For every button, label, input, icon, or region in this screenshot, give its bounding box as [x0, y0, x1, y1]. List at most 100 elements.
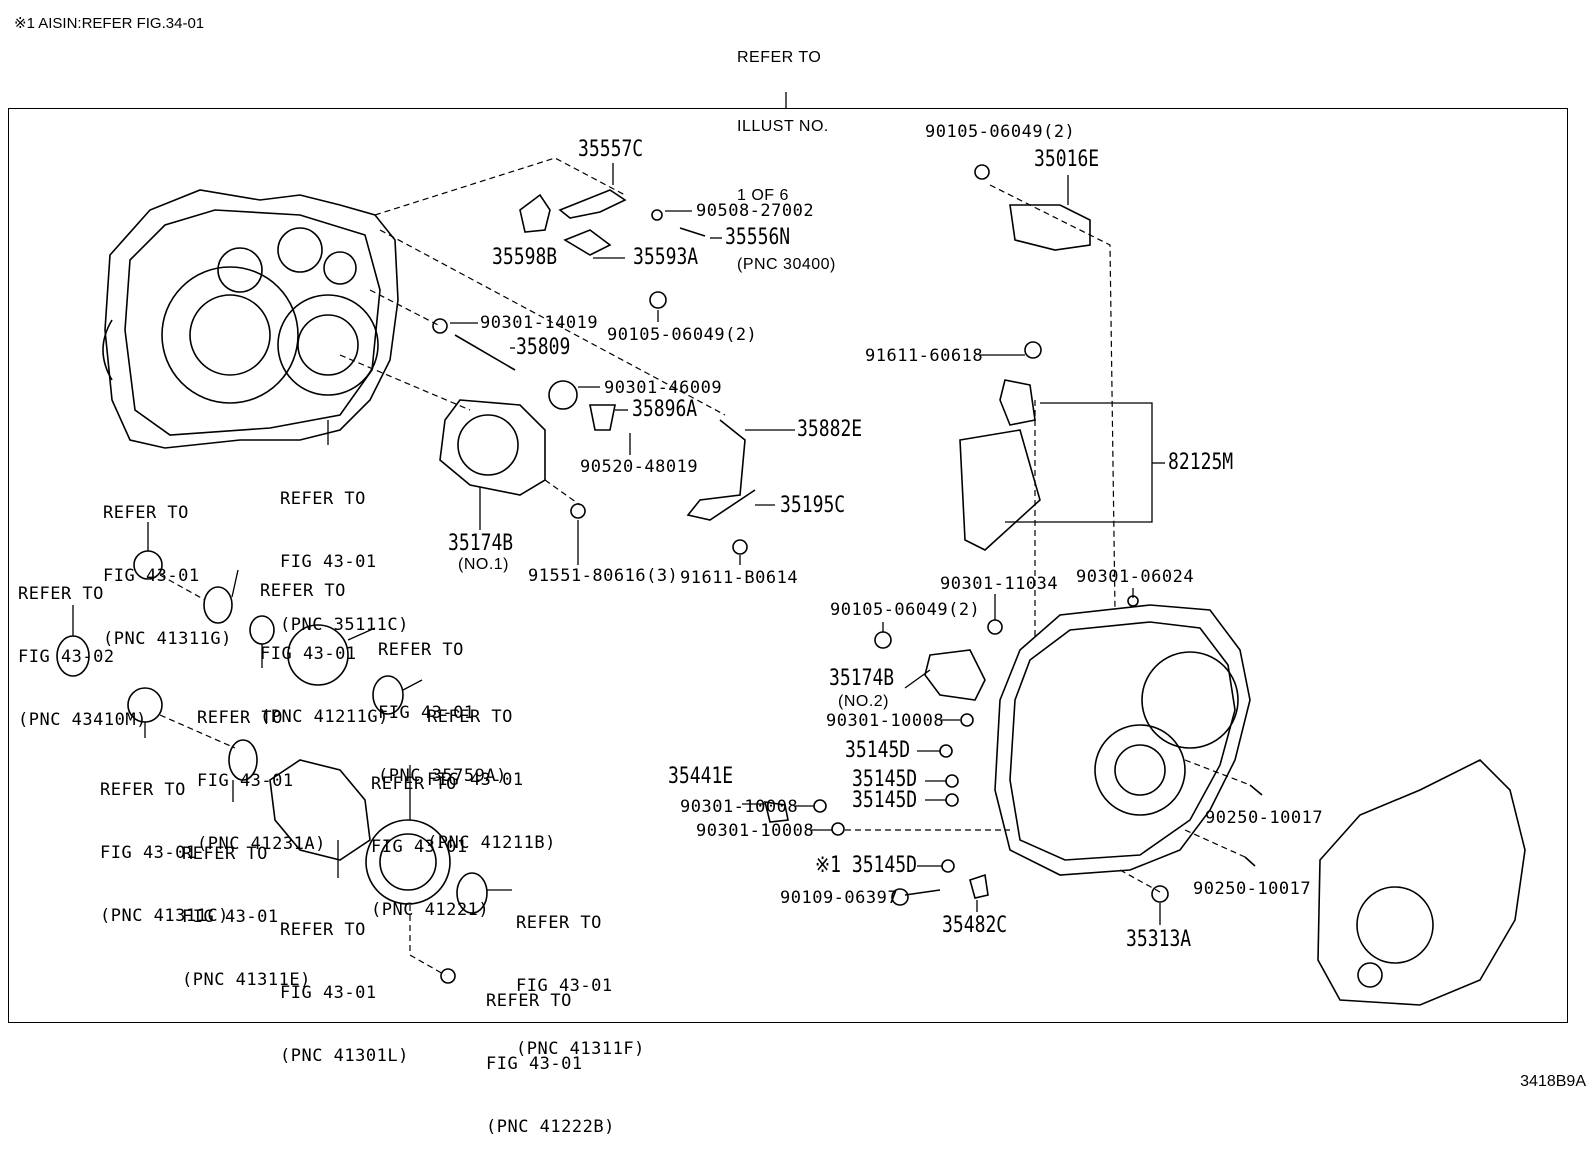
refer-line: (PNC 41311E)	[182, 970, 311, 990]
refer-line: FIG 43-02	[18, 647, 115, 667]
transmission-case-drawing[interactable]	[994, 604, 1251, 876]
label-35809[interactable]: 35809	[516, 335, 571, 360]
refer-line: REFER TO	[197, 708, 283, 728]
refer-line: REFER TO	[100, 780, 186, 800]
label-90105-06049-b[interactable]: 90105-06049(2)	[925, 122, 1076, 142]
refer-41301L[interactable]: REFER TO FIG 43-01 (PNC 41301L)	[280, 878, 409, 1088]
refer-41231A[interactable]: REFER TO FIG 43-01 (PNC 41231A)	[197, 666, 326, 876]
top-refer-line1: REFER TO	[737, 49, 822, 66]
refer-line: (PNC 41221)	[371, 900, 490, 920]
refer-line: REFER TO	[182, 844, 268, 864]
oil-receiver-no1-drawing[interactable]	[439, 399, 546, 496]
header-note: ※1 AISIN:REFER FIG.34-01	[14, 15, 205, 32]
label-35145D-a[interactable]: 35145D	[845, 738, 911, 763]
label-35016E[interactable]: 35016E	[1034, 147, 1100, 172]
label-90301-10008-b[interactable]: 90301-10008	[680, 797, 799, 817]
top-refer-line3: 1 OF 6	[737, 187, 789, 204]
refer-line: (PNC 35759A)	[378, 766, 507, 786]
refer-line: REFER TO	[280, 489, 366, 509]
refer-41211G[interactable]: REFER TO FIG 43-01 (PNC 41211G)	[260, 539, 389, 749]
label-90109-06397[interactable]: 90109-06397	[780, 888, 899, 908]
label-35145D-d[interactable]: ※1 35145D	[815, 853, 918, 878]
refer-line: (PNC 41222B)	[486, 1117, 615, 1137]
refer-41311G[interactable]: REFER TO FIG 43-01 (PNC 41311G)	[103, 461, 232, 671]
label-35441E[interactable]: 35441E	[668, 764, 734, 789]
label-90508-27002[interactable]: 90508-27002	[696, 201, 815, 221]
label-35145D-b[interactable]: 35145D	[852, 767, 918, 792]
parts-drawing	[56, 92, 1526, 1006]
label-35174B-no2[interactable]: 35174B	[829, 666, 895, 691]
refer-line: (PNC 41311F)	[516, 1039, 645, 1059]
label-90250-10017-b[interactable]: 90250-10017	[1193, 879, 1312, 899]
label-35195C[interactable]: 35195C	[780, 493, 846, 518]
refer-41311C[interactable]: REFER TO FIG 43-01 (PNC 41311C)	[100, 738, 229, 948]
oil-receiver-no2-drawing[interactable]	[924, 649, 986, 701]
refer-line: REFER TO	[18, 584, 104, 604]
refer-line: (PNC 41211G)	[260, 707, 389, 727]
label-35174B-no1[interactable]: 35174B	[448, 531, 514, 556]
label-90301-10008-a[interactable]: 90301-10008	[826, 711, 945, 731]
hardware-parts-drawing[interactable]	[432, 164, 1263, 906]
label-91611-60618[interactable]: 91611-60618	[865, 346, 984, 366]
label-35593A[interactable]: 35593A	[633, 245, 699, 270]
label-35556N[interactable]: 35556N	[725, 225, 791, 250]
refer-line: FIG 43-01	[516, 976, 613, 996]
top-refer-note[interactable]: REFER TO ILLUST NO. 1 OF 6 (PNC 30400)	[737, 0, 836, 299]
label-90520-48019[interactable]: 90520-48019	[580, 457, 699, 477]
refer-41311F[interactable]: REFER TO FIG 43-01 (PNC 41311F)	[516, 871, 645, 1081]
refer-line: FIG 43-01	[371, 837, 468, 857]
refer-line: FIG 43-01	[427, 770, 524, 790]
refer-line: (PNC 41301L)	[280, 1046, 409, 1066]
label-35598B[interactable]: 35598B	[492, 245, 558, 270]
label-35557C[interactable]: 35557C	[578, 137, 644, 162]
label-90250-10017-a[interactable]: 90250-10017	[1205, 808, 1324, 828]
refer-line: FIG 43-01	[100, 843, 197, 863]
label-91551-80616[interactable]: 91551-80616(3)	[528, 566, 679, 586]
label-90105-06049-c[interactable]: 90105-06049(2)	[830, 600, 981, 620]
refer-line: (PNC 41211B)	[427, 833, 556, 853]
label-35882E[interactable]: 35882E	[797, 417, 863, 442]
label-90301-10008-c[interactable]: 90301-10008	[696, 821, 815, 841]
assembled-transaxle-view[interactable]	[1317, 759, 1526, 1006]
label-90301-14019[interactable]: 90301-14019	[480, 313, 599, 333]
refer-line: REFER TO	[371, 774, 457, 794]
refer-line: REFER TO	[280, 920, 366, 940]
refer-35111C[interactable]: REFER TO FIG 43-01 (PNC 35111C)	[280, 447, 409, 657]
label-35145D-c[interactable]: 35145D	[852, 788, 918, 813]
refer-line: FIG 43-01	[378, 703, 475, 723]
refer-line: FIG 43-01	[280, 983, 377, 1003]
transaxle-housing-drawing[interactable]	[102, 189, 399, 449]
refer-line: REFER TO	[486, 991, 572, 1011]
refer-line: (PNC 43410M)	[18, 710, 147, 730]
label-82125M[interactable]: 82125M	[1168, 450, 1234, 475]
label-90301-46009[interactable]: 90301-46009	[604, 378, 723, 398]
differential-parts-drawing[interactable]	[56, 550, 488, 984]
refer-35759A[interactable]: REFER TO FIG 43-01 (PNC 35759A)	[378, 598, 507, 808]
refer-41222B[interactable]: REFER TO FIG 43-01 (PNC 41222B)	[486, 949, 615, 1159]
refer-line: FIG 43-01	[260, 644, 357, 664]
refer-41221[interactable]: REFER TO FIG 43-01 (PNC 41221)	[371, 732, 489, 942]
top-refer-line2: ILLUST NO.	[737, 118, 829, 135]
refer-43410M[interactable]: REFER TO FIG 43-02 (PNC 43410M)	[18, 542, 147, 752]
assembly-guide-lines	[159, 157, 1251, 976]
illustration-code: 3418B9A	[1520, 1073, 1586, 1090]
refer-line: FIG 43-01	[103, 566, 200, 586]
diagram-frame	[8, 108, 1568, 1023]
label-91611-B0614[interactable]: 91611-B0614	[680, 568, 799, 588]
label-35896A[interactable]: 35896A	[632, 397, 698, 422]
refer-line: FIG 43-01	[197, 771, 294, 791]
label-35174B-no2-note: (NO.2)	[838, 693, 889, 710]
refer-line: REFER TO	[260, 581, 346, 601]
refer-41311E[interactable]: REFER TO FIG 43-01 (PNC 41311E)	[182, 802, 311, 1012]
label-90301-11034[interactable]: 90301-11034	[940, 574, 1059, 594]
label-35482C[interactable]: 35482C	[942, 913, 1008, 938]
refer-line: FIG 43-01	[182, 907, 279, 927]
label-35313A[interactable]: 35313A	[1126, 927, 1192, 952]
refer-line: (PNC 41311C)	[100, 906, 229, 926]
refer-41211B[interactable]: REFER TO FIG 43-01 (PNC 41211B)	[427, 665, 556, 875]
label-90105-06049-a[interactable]: 90105-06049(2)	[607, 325, 758, 345]
label-90301-06024[interactable]: 90301-06024	[1076, 567, 1195, 587]
label-35174B-no1-note: (NO.1)	[458, 556, 509, 573]
refer-line: (PNC 41311G)	[103, 629, 232, 649]
refer-line: REFER TO	[427, 707, 513, 727]
